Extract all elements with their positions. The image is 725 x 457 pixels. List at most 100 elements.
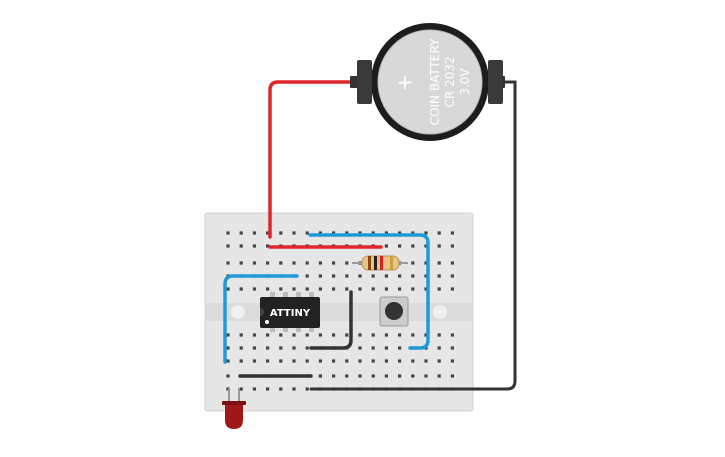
breadboard-hole <box>345 261 349 265</box>
breadboard-hole <box>266 287 270 291</box>
attiny-chip[interactable]: ATTINY <box>260 292 320 332</box>
breadboard-hole <box>345 274 349 278</box>
breadboard-hole <box>398 346 402 350</box>
breadboard-hole <box>424 333 428 337</box>
resistor-band-4 <box>390 256 393 270</box>
breadboard-hole <box>371 374 375 378</box>
breadboard-hole <box>437 359 441 363</box>
breadboard-hole <box>358 346 362 350</box>
wire-black-chip-ground[interactable] <box>309 290 353 350</box>
breadboard-hole <box>384 274 388 278</box>
breadboard-hole <box>305 287 309 291</box>
breadboard-hole <box>437 374 441 378</box>
breadboard-hole <box>292 359 296 363</box>
breadboard-hole <box>332 274 336 278</box>
breadboard-hole <box>411 333 415 337</box>
breadboard-hole <box>358 333 362 337</box>
breadboard-hole <box>266 387 270 391</box>
breadboard-hole <box>252 333 256 337</box>
breadboard-hole <box>226 346 230 350</box>
breadboard-hole <box>384 359 388 363</box>
breadboard-hole <box>252 244 256 248</box>
breadboard-hole <box>226 261 230 265</box>
breadboard-hole <box>292 261 296 265</box>
chip-pin <box>296 292 301 299</box>
wire-red-battery-positive[interactable] <box>268 80 354 239</box>
chip-pin <box>296 325 301 332</box>
breadboard-hole <box>305 231 309 235</box>
breadboard-hole <box>332 287 336 291</box>
breadboard-hole <box>292 387 296 391</box>
breadboard-hole <box>279 287 283 291</box>
breadboard-hole <box>279 359 283 363</box>
red-led[interactable] <box>222 388 246 429</box>
chip-label: ATTINY <box>270 308 311 319</box>
breadboard-hole <box>318 333 322 337</box>
breadboard-hole <box>371 359 375 363</box>
breadboard-hole <box>226 231 230 235</box>
chip-pin <box>309 292 314 299</box>
breadboard-hole <box>252 387 256 391</box>
breadboard-hole <box>371 274 375 278</box>
breadboard-hole <box>305 359 309 363</box>
chip-pin <box>283 292 288 299</box>
breadboard-hole <box>239 346 243 350</box>
breadboard-hole <box>398 359 402 363</box>
breadboard-hole <box>384 244 388 248</box>
push-button[interactable] <box>379 296 409 327</box>
chip-pin <box>309 325 314 332</box>
wires <box>223 80 517 391</box>
breadboard-hole <box>358 231 362 235</box>
wire-blue-button[interactable] <box>308 233 430 350</box>
breadboard-hole <box>437 287 441 291</box>
breadboard-hole <box>437 244 441 248</box>
breadboard-hole <box>358 274 362 278</box>
breadboard-hole <box>266 359 270 363</box>
breadboard-hole <box>411 287 415 291</box>
breadboard-hole <box>318 287 322 291</box>
breadboard-hole <box>358 287 362 291</box>
breadboard-hole <box>437 274 441 278</box>
breadboard-hole <box>279 333 283 337</box>
resistor[interactable] <box>352 255 408 271</box>
chip-pin <box>270 325 275 332</box>
breadboard-hole <box>292 333 296 337</box>
coin-battery[interactable]: + COIN BATTERY CR 2032 3.0V <box>350 23 505 141</box>
breadboard-hole <box>371 287 375 291</box>
breadboard-hole <box>292 287 296 291</box>
breadboard-hole <box>318 374 322 378</box>
breadboard-hole <box>450 231 454 235</box>
breadboard-hole <box>384 346 388 350</box>
led-rim <box>222 401 246 405</box>
breadboard-hole <box>266 261 270 265</box>
breadboard-hole <box>450 261 454 265</box>
breadboard-hole <box>450 359 454 363</box>
breadboard-hole <box>398 333 402 337</box>
breadboard-hole <box>437 231 441 235</box>
breadboard-mount-hole-right <box>433 305 447 319</box>
breadboard-hole <box>279 261 283 265</box>
button-cap[interactable] <box>385 302 403 320</box>
breadboard-hole <box>450 244 454 248</box>
wire-black-battery-negative[interactable] <box>309 80 517 391</box>
breadboard-hole <box>358 374 362 378</box>
battery-clip-right <box>488 60 503 104</box>
breadboard-hole <box>266 244 270 248</box>
breadboard-hole <box>450 374 454 378</box>
breadboard-hole <box>318 359 322 363</box>
chip-pin1-dot <box>265 320 269 324</box>
wire-blue-led[interactable] <box>223 274 299 364</box>
chip-body <box>260 297 320 328</box>
breadboard-hole <box>318 231 322 235</box>
chip-pin <box>270 292 275 299</box>
breadboard-hole <box>305 274 309 278</box>
breadboard <box>204 212 474 412</box>
breadboard-hole <box>239 244 243 248</box>
breadboard-hole <box>424 274 428 278</box>
breadboard-hole <box>266 231 270 235</box>
breadboard-center-channel <box>205 303 473 321</box>
breadboard-hole <box>411 274 415 278</box>
breadboard-hole <box>450 346 454 350</box>
breadboard-hole <box>252 231 256 235</box>
